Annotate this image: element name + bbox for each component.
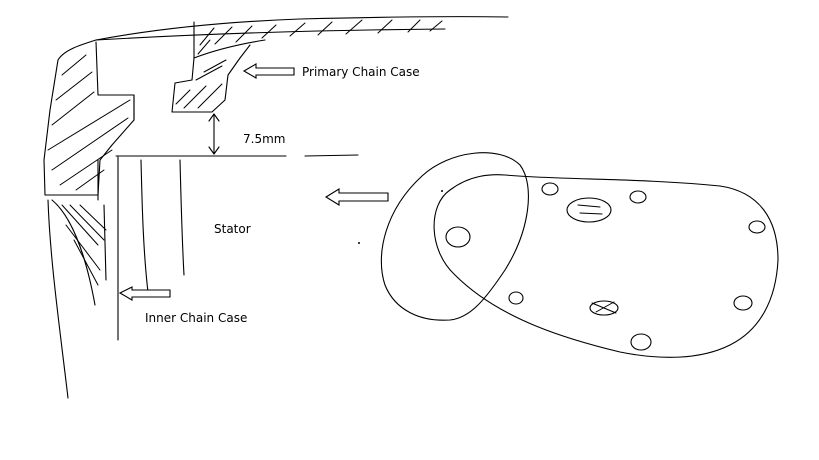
hole-3 (566, 197, 612, 223)
hole-1 (445, 226, 471, 248)
arrow-stator (324, 188, 389, 206)
label-inner-chain-case: Inner Chain Case (145, 311, 247, 325)
arrow-inner-chain-case (118, 286, 171, 301)
hole-9 (630, 333, 652, 351)
stator-closeup (358, 152, 779, 358)
primary-chain-case-shape (95, 16, 509, 113)
label-gap: 7.5mm (243, 132, 285, 146)
hole-6 (508, 291, 524, 305)
gap-dimension (208, 113, 220, 155)
hole-7 (589, 300, 619, 316)
hole-8 (733, 295, 753, 311)
boss-shape (97, 94, 135, 201)
hole-4 (629, 190, 647, 204)
label-primary-chain-case: Primary Chain Case (302, 65, 420, 79)
stator-body-shape (103, 154, 359, 341)
left-housing-shape (43, 39, 135, 399)
arrow-primary-chain-case (242, 63, 295, 79)
hole-5 (748, 220, 766, 234)
label-stator: Stator (214, 222, 251, 236)
hole-2 (541, 182, 559, 196)
